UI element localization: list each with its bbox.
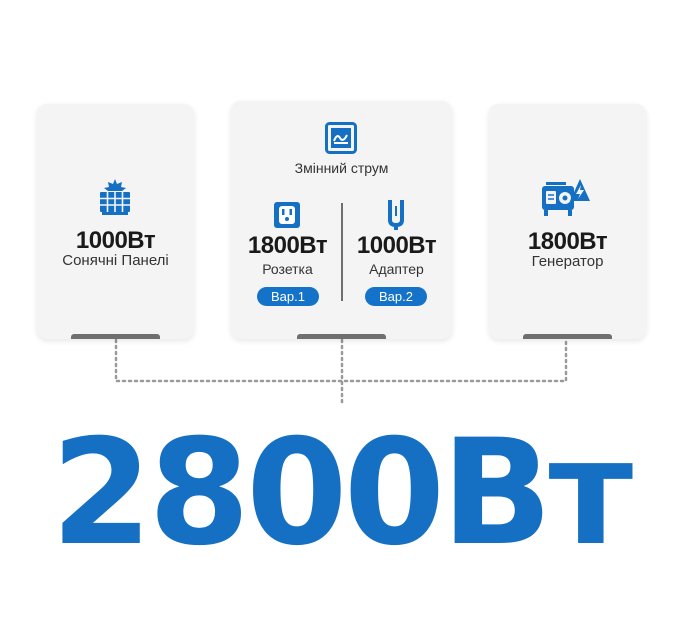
solar-label: Сонячні Панелі <box>62 252 169 269</box>
solar-card: 1000Вт Сонячні Панелі <box>37 104 194 339</box>
ac-divider <box>341 203 343 301</box>
socket-label: Розетка <box>262 261 313 277</box>
ac-card: Змінний струм 1800Вт Розетка Вар.1 1000В… <box>231 101 452 339</box>
ac-title: Змінний струм <box>294 160 389 176</box>
adapter-badge: Вар.2 <box>365 287 427 306</box>
generator-card-bar <box>523 334 612 339</box>
socket-badge: Вар.1 <box>257 287 319 306</box>
socket-value: 1800Вт <box>247 232 328 259</box>
adapter-label: Адаптер <box>369 261 424 277</box>
socket-icon <box>274 202 300 228</box>
adapter-icon <box>388 200 404 230</box>
generator-card: 1800Вт Генератор <box>489 104 646 339</box>
generator-label: Генератор <box>531 253 604 270</box>
ac-card-bar <box>297 334 386 339</box>
adapter-value: 1000Вт <box>356 232 437 259</box>
solar-card-bar <box>71 334 160 339</box>
total-power: 2800Вт <box>50 408 633 578</box>
solar-panel-icon <box>100 179 130 215</box>
generator-value: 1800Вт <box>527 228 608 255</box>
ac-power-icon <box>325 122 357 154</box>
solar-value: 1000Вт <box>75 227 156 254</box>
generator-icon <box>542 179 590 216</box>
